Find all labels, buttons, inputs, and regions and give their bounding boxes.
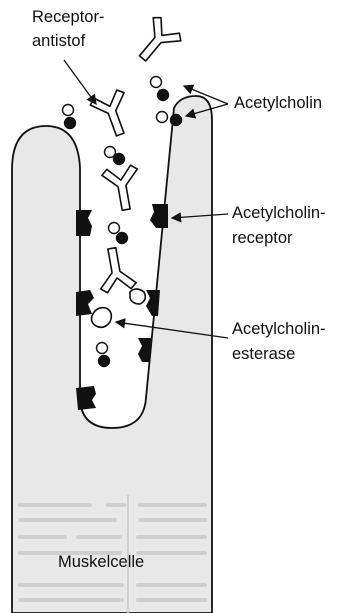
label-receptor-antibody-line1: Receptor- [32, 8, 104, 26]
label-muscle-cell: Muskelcelle [58, 553, 144, 571]
label-acetylcholine: Acetylcholin [234, 94, 322, 112]
label-receptor-antibody-line2: antistof [32, 32, 86, 50]
label-acetylcholinesterase-line1: Acetylcholin- [232, 320, 326, 338]
arrow-receptor-antibody [64, 60, 96, 104]
label-acetylcholine-receptor-line2: receptor [232, 229, 293, 247]
label-acetylcholine-receptor-line1: Acetylcholin- [232, 204, 326, 222]
label-acetylcholinesterase-line2: esterase [232, 345, 295, 363]
acetylcholinesterase-molecules [92, 289, 146, 327]
